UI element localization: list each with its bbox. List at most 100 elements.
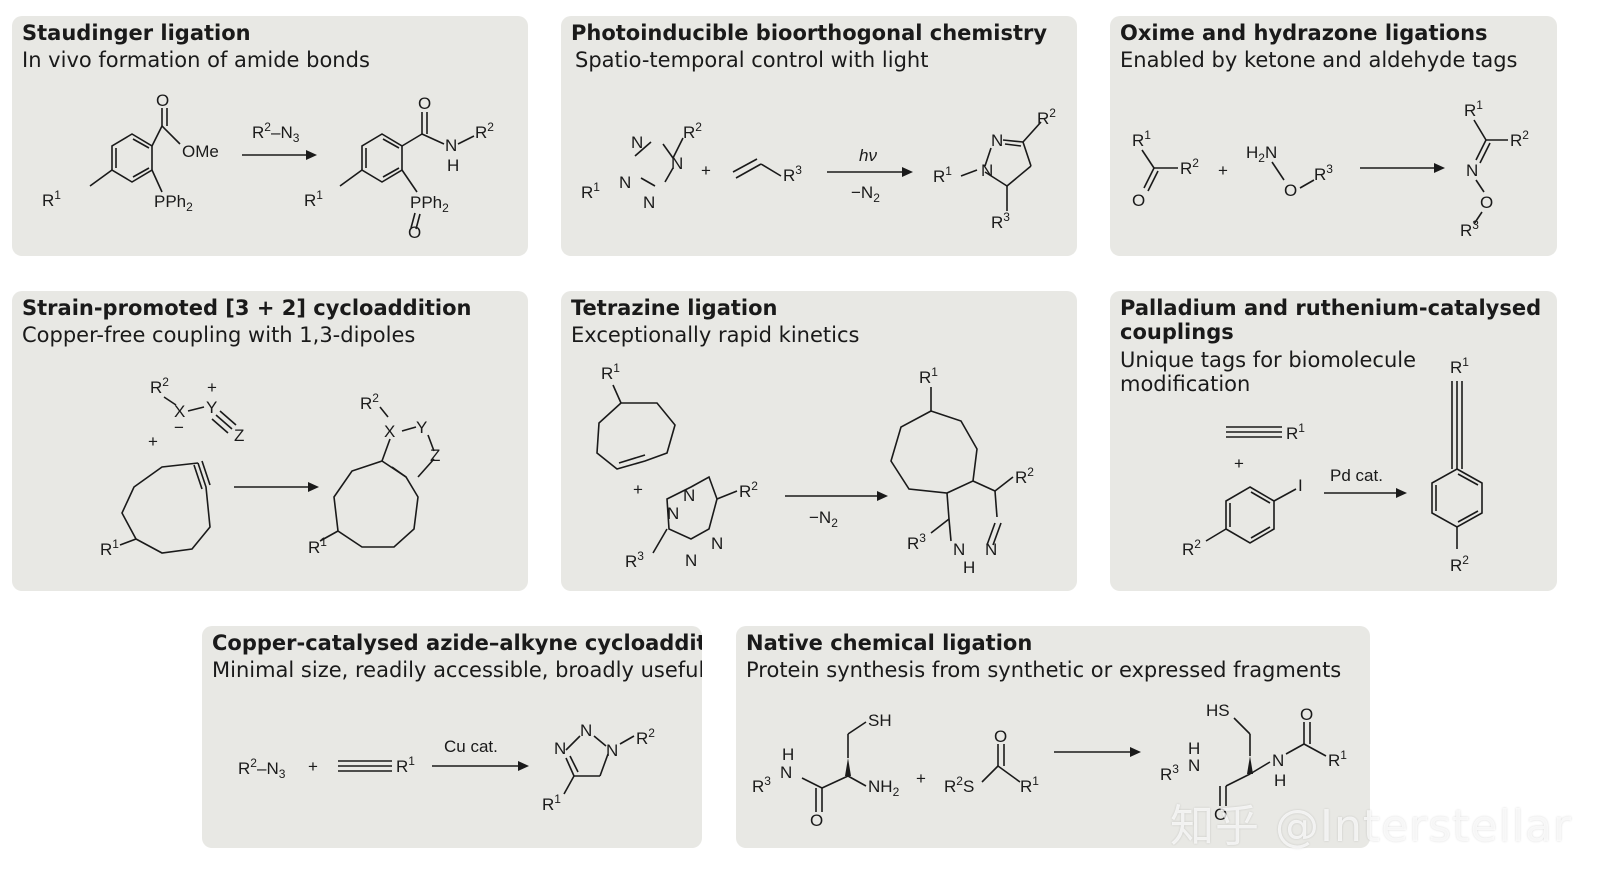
atom-r1: R1: [1464, 98, 1483, 120]
atom-n: N: [667, 504, 679, 523]
bond: [821, 775, 849, 789]
panel-subtitle-line2: modification: [1120, 372, 1251, 396]
atom-n: N: [985, 540, 997, 559]
bond: [847, 721, 867, 735]
atom-r1: R1: [919, 365, 938, 387]
bond: [1473, 119, 1487, 141]
atom-r3: R3: [991, 210, 1010, 232]
palladium-reaction-scheme: R1 + I R2 Pd cat. R1 R2: [1182, 355, 1483, 575]
plus-sign: +: [633, 480, 643, 499]
reagent-r2-n3: R2–N3: [252, 120, 300, 145]
atom-r3: R3: [625, 549, 644, 571]
atom-n: N: [780, 763, 792, 782]
atom-r2: R2: [739, 479, 758, 501]
cyclooctyne-ring: [119, 460, 211, 554]
panel-subtitle: Protein synthesis from synthetic or expr…: [746, 658, 1342, 682]
atom-r2-s: R2S: [944, 774, 974, 796]
plus-sign: +: [148, 432, 158, 451]
atom-n: N: [685, 551, 697, 570]
panel-title: Strain-promoted [3 + 2] cycloaddition: [22, 296, 472, 320]
panel-subtitle: Unique tags for biomolecule: [1120, 348, 1417, 372]
panel-staudinger-ligation: Staudinger ligation In vivo formation of…: [12, 16, 528, 256]
atom-o: O: [156, 91, 169, 110]
label-cu-cat: Cu cat.: [444, 737, 498, 756]
atom-nh2: NH2: [868, 777, 900, 799]
atom-r2: R2: [150, 375, 169, 397]
charge-minus: −: [174, 418, 184, 437]
atom-r3: R3: [783, 163, 802, 185]
product-benzene-ring: [339, 112, 475, 230]
atom-o: O: [1132, 191, 1145, 210]
atom-r1: R1: [1450, 355, 1469, 377]
atom-o: O: [408, 223, 421, 242]
bond: [1303, 743, 1327, 757]
bond: [1475, 139, 1487, 161]
arrowhead: [902, 167, 913, 177]
atom-n: N: [1272, 751, 1284, 770]
atom-r1: R1: [1286, 421, 1305, 443]
atom-y: Y: [416, 418, 427, 437]
atom-n: N: [606, 741, 618, 760]
plus-sign: +: [1218, 161, 1228, 180]
bond: [1141, 149, 1155, 169]
charge-plus: +: [207, 378, 217, 397]
bond: [1147, 170, 1159, 192]
atom-n: N: [711, 534, 723, 553]
atom-r2: R2: [1182, 537, 1201, 559]
panel-subtitle: Enabled by ketone and aldehyde tags: [1120, 48, 1518, 72]
atom-r1: R1: [304, 188, 323, 210]
atom-r2: R2: [683, 120, 702, 142]
atom-x: X: [384, 422, 395, 441]
panel-title: Native chemical ligation: [746, 631, 1033, 655]
atom-o: O: [418, 94, 431, 113]
atom-r2: R2: [1015, 465, 1034, 487]
bond: [1143, 167, 1155, 189]
atom-r2: R2: [1037, 106, 1056, 128]
tetrazine-reaction-scheme: R1 + N N N N R2 R3 −N2 R1 R2 R3: [596, 361, 1034, 577]
atom-n: N: [953, 540, 965, 559]
atom-i: I: [1298, 476, 1303, 495]
tetrazine-ring: [666, 475, 718, 540]
atom-h: H: [782, 745, 794, 764]
atom-r1: R1: [396, 754, 415, 776]
atom-r1: R1: [601, 361, 620, 383]
atom-n: N: [631, 133, 643, 152]
atom-h: H: [963, 558, 975, 577]
atom-r1: R1: [542, 792, 561, 814]
panel-tetrazine-ligation: Tetrazine ligation Exceptionally rapid k…: [561, 291, 1077, 591]
bond: [1475, 179, 1485, 193]
atom-n: N: [445, 136, 457, 155]
atom-n: N: [1188, 756, 1200, 775]
panel-title: Photoinducible bioorthogonal chemistry: [571, 21, 1048, 45]
atom-r1: R1: [42, 188, 61, 210]
bond: [219, 410, 237, 426]
arrowhead: [306, 150, 317, 160]
atom-h: H: [447, 156, 459, 175]
atom-o: O: [1300, 705, 1313, 724]
label-pd-cat: Pd cat.: [1330, 466, 1383, 485]
plus-sign: +: [701, 161, 711, 180]
atom-ome: OMe: [182, 142, 219, 161]
oxime-reaction-scheme: R1 O R2 + H2N O R3 R1 R2 N O R3: [1132, 98, 1529, 240]
panel-photoinducible-chemistry: Photoinducible bioorthogonal chemistry S…: [561, 16, 1077, 256]
arrowhead: [308, 482, 319, 492]
bond: [1233, 717, 1251, 735]
bond: [1285, 743, 1305, 755]
atom-n: N: [580, 721, 592, 740]
atom-hs: HS: [1206, 701, 1230, 720]
trans-cyclooctene-ring: [596, 384, 676, 470]
alkene-bond: [732, 158, 758, 173]
staudinger-reaction-scheme: O OMe PPh2 R1 R2–N3 O N H R2 PPh2 O R1: [42, 91, 494, 242]
ncl-reaction-scheme: SH NH2 O H N R3 + R2S O R1 HS O H N R3: [752, 701, 1347, 830]
product-fused-ring: [890, 387, 1014, 546]
atom-r1: R1: [1020, 774, 1039, 796]
atom-h2n: H2N: [1246, 143, 1277, 165]
bond: [1271, 161, 1285, 181]
atom-r3: R3: [1314, 162, 1333, 184]
panel-title: Oxime and hydrazone ligations: [1120, 21, 1488, 45]
product-benzene-ring: [1431, 468, 1483, 549]
panel-subtitle: Spatio-temporal control with light: [575, 48, 929, 72]
bond: [801, 777, 823, 789]
bond: [1479, 142, 1491, 164]
arrowhead: [1434, 163, 1445, 173]
